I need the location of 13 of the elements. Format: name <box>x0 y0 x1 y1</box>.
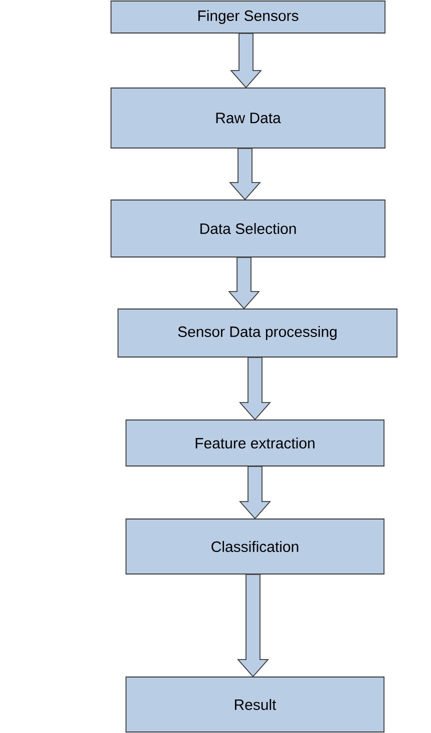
process-box: Sensor Data processing <box>118 308 398 358</box>
process-box: Finger Sensors <box>110 0 386 34</box>
block-arrow <box>239 466 271 520</box>
process-box: Result <box>126 676 384 732</box>
process-box: Raw Data <box>110 88 386 148</box>
process-box: Classification <box>126 518 384 574</box>
process-box: Data Selection <box>110 200 386 258</box>
block-arrow <box>229 148 261 200</box>
block-arrow <box>228 257 260 310</box>
block-arrow <box>239 357 271 420</box>
block-arrow <box>237 574 269 678</box>
block-arrow <box>230 33 262 88</box>
process-box: Feature extraction <box>126 420 384 466</box>
